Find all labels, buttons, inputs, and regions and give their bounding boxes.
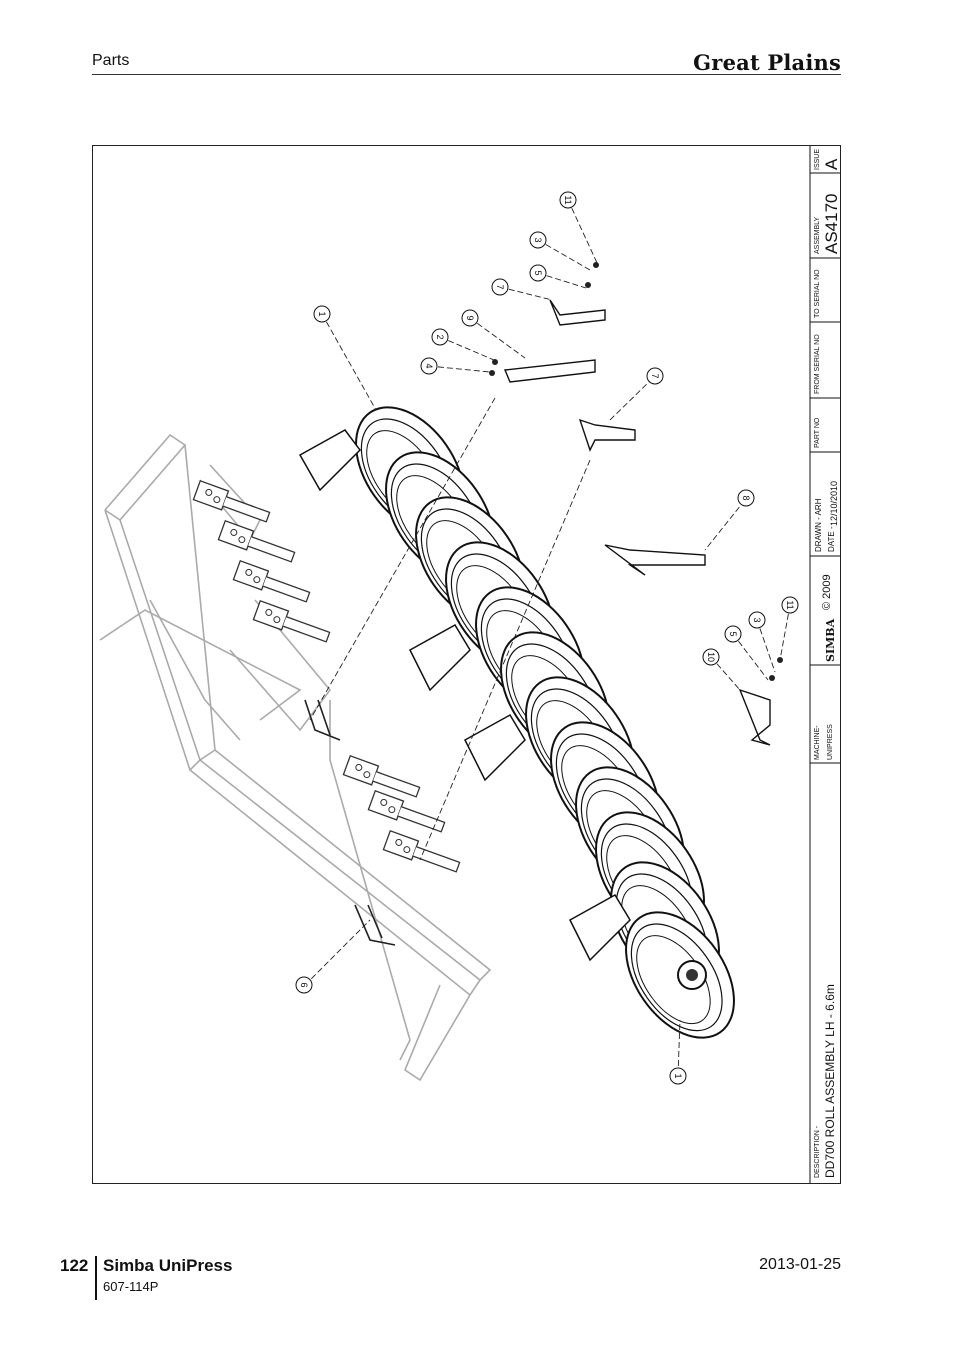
callout-9: 9 [461,309,479,327]
leader-lines [304,199,791,1076]
callout-11-a: 11 [559,191,577,209]
simba-logo: SIMBA [824,618,837,662]
machine-label: MACHINE- [814,725,821,760]
svg-text:11: 11 [785,600,795,609]
callout-4: 4 [420,357,438,375]
footer-divider [95,1256,97,1300]
part-callouts: 11 3 5 7 1 9 2 4 7 8 11 3 5 10 6 1 [295,191,799,1085]
bearing-brackets [298,429,631,962]
roller-frame [99,433,492,1082]
callout-1-a: 1 [313,305,331,323]
scraper-parts [503,299,771,746]
machine-name: UNIPRESS [827,724,834,760]
svg-text:7: 7 [650,373,660,378]
callout-2: 2 [431,328,449,346]
callout-5-b: 5 [724,625,742,643]
title-block [809,146,840,1183]
tine-bank-lower [342,755,463,877]
svg-text:8: 8 [741,495,751,500]
drawn-by: DRAWN - ARH [814,498,823,552]
press-roller-discs [332,386,758,1059]
svg-text:2: 2 [435,334,445,339]
svg-text:1: 1 [673,1073,683,1078]
u-bolts [304,699,396,946]
svg-text:4: 4 [424,363,434,368]
part-no-label: PART NO [814,417,821,448]
document-number: 607-114P [103,1279,159,1294]
svg-text:3: 3 [533,237,543,242]
from-serial-label: FROM SERIAL NO [814,334,821,394]
svg-text:10: 10 [706,652,716,662]
callout-3-b: 3 [748,611,766,629]
to-serial-label: TO SERIAL NO [814,269,821,318]
description-label: DESCRIPTION - [814,1125,821,1178]
callout-7-a: 7 [491,278,509,296]
drawing-frame [92,145,841,1184]
date-label: DATE - [827,526,836,552]
callout-6: 6 [295,976,313,994]
svg-text:9: 9 [465,315,475,320]
callout-5-a: 5 [529,264,547,282]
manual-title: Simba UniPress [103,1256,233,1275]
tine-bank-upper [192,480,333,647]
svg-text:5: 5 [533,270,543,275]
svg-text:5: 5 [728,631,738,636]
publish-date: 2013-01-25 [759,1256,841,1273]
svg-text:1: 1 [317,311,327,316]
svg-text:6: 6 [299,982,309,987]
callout-10: 10 [702,648,720,666]
header-divider [92,74,841,75]
page-number: 122 [60,1256,89,1275]
brand-logo: Great Plains [693,50,841,75]
callout-1-b: 1 [669,1067,687,1085]
section-label: Parts [92,52,130,69]
svg-text:7: 7 [495,284,505,289]
svg-text:3: 3 [752,617,762,622]
copyright: © 2009 [821,574,833,610]
assembly-number: AS4170 [822,194,841,255]
drawing-date: 12/10/2010 [829,481,839,526]
assembly-label: ASSEMBLY [814,216,821,254]
callout-8: 8 [737,489,755,507]
callout-11-b: 11 [781,596,799,614]
issue-label: ISSUE [814,149,821,170]
description: DD700 ROLL ASSEMBLY LH - 6.6m [823,984,837,1178]
callout-7-b: 7 [646,367,664,385]
callout-3-a: 3 [529,231,547,249]
svg-text:11: 11 [563,195,573,204]
issue-value: A [822,158,841,170]
